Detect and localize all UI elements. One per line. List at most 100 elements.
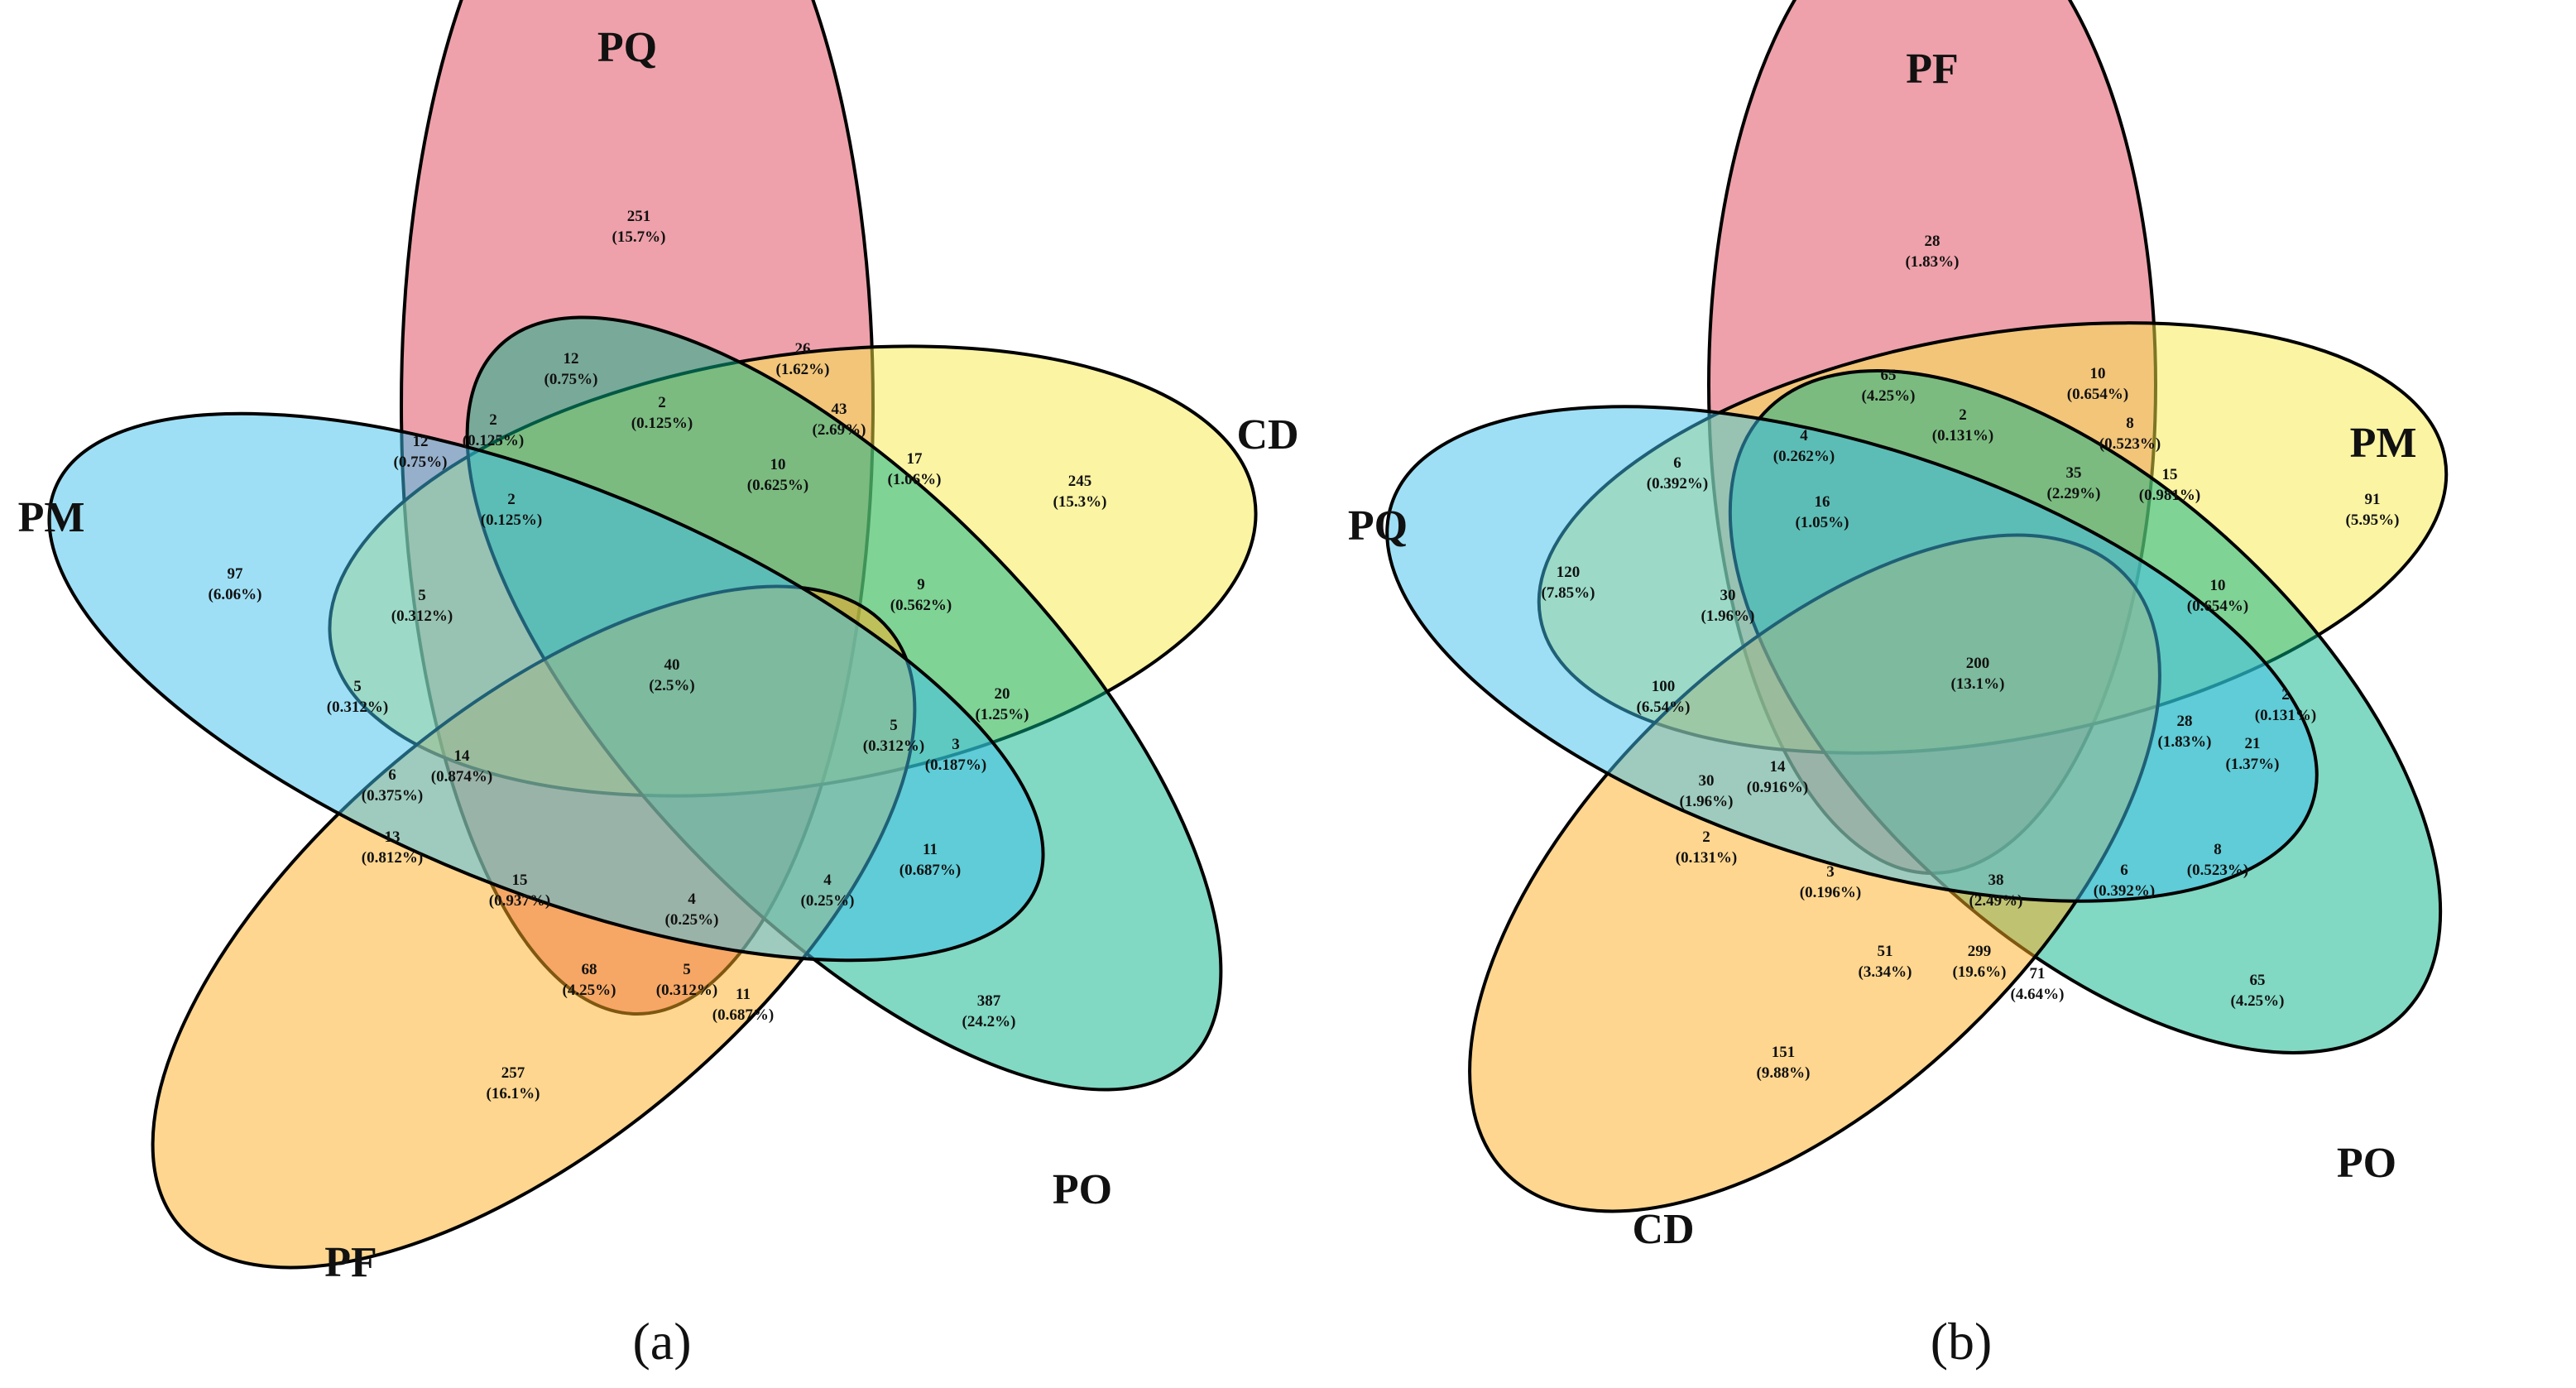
region-count: 257 (501, 1064, 525, 1082)
region-percent: (0.654%) (2187, 598, 2248, 615)
region-label: 26(1.62%) (776, 340, 830, 378)
region-percent: (0.25%) (801, 892, 855, 910)
region-percent: (0.937%) (489, 892, 550, 910)
region-percent: (0.196%) (1800, 884, 1861, 901)
region-count: 35 (2066, 464, 2082, 482)
region-count: 5 (418, 587, 426, 604)
region-percent: (0.625%) (747, 477, 808, 494)
region-count: 26 (795, 340, 811, 358)
region-count: 100 (1652, 678, 1676, 695)
region-label: 6 (0.392%) (2094, 862, 2155, 900)
region-label: 251(15.7%) (612, 208, 666, 246)
region-percent: (13.1%) (1951, 675, 2005, 693)
region-count: 16 (1815, 493, 1830, 511)
region-label: 100 (6.54%) (1637, 678, 1691, 716)
region-label: 28(1.83%) (1906, 233, 1960, 271)
region-label: 16 (1.05%) (1796, 493, 1849, 531)
region-count: 12 (413, 433, 429, 450)
region-label: 257(16.1%) (487, 1064, 540, 1102)
region-count: 2 (1702, 828, 1710, 846)
region-label: 28(1.83%) (2158, 713, 2212, 751)
region-count: 251 (627, 208, 651, 225)
region-percent: (0.687%) (899, 862, 961, 879)
region-label: 11 (0.687%) (899, 841, 961, 879)
region-percent: (1.96%) (1701, 608, 1755, 625)
region-percent: (2.29%) (2047, 485, 2101, 502)
region-label: 4(0.262%) (1773, 427, 1835, 465)
region-label: 71(4.64%) (2011, 965, 2065, 1003)
region-percent: (1.83%) (1906, 253, 1960, 271)
region-percent: (0.392%) (2094, 882, 2155, 900)
region-percent: (0.75%) (394, 454, 448, 471)
region-label: 4 (0.25%) (801, 872, 855, 910)
region-count: 3 (1826, 863, 1835, 881)
region-label: 200 (13.1%) (1951, 655, 2005, 693)
region-label: 2 (0.131%) (1676, 828, 1737, 867)
region-percent: (0.523%) (2187, 862, 2248, 879)
region-percent: (0.312%) (327, 699, 388, 716)
region-count: 21 (2245, 735, 2261, 752)
region-percent: (6.54%) (1637, 699, 1691, 716)
region-percent: (0.131%) (2255, 707, 2316, 724)
region-percent: (0.187%) (925, 756, 986, 774)
region-label: 2(0.125%) (463, 411, 524, 449)
region-count: 38 (1988, 872, 2004, 889)
region-label: 6(0.375%) (362, 766, 423, 804)
region-percent: (1.06%) (888, 471, 942, 488)
region-percent: (6.06%) (209, 586, 262, 603)
region-percent: (2.5%) (649, 677, 694, 694)
region-count: 9 (917, 576, 925, 593)
region-label: 2(0.125%) (631, 394, 693, 432)
region-label: 97(6.06%) (209, 565, 262, 603)
region-percent: (0.131%) (1676, 849, 1737, 867)
region-count: 91 (2365, 491, 2381, 508)
region-label: 10(0.625%) (747, 456, 808, 494)
region-percent: (4.25%) (1862, 387, 1916, 405)
region-percent: (0.375%) (362, 787, 423, 804)
region-count: 10 (2090, 365, 2106, 382)
region-label: 38(2.49%) (1969, 872, 2023, 910)
region-count: 28 (2177, 713, 2193, 730)
region-label: 299(19.6%) (1953, 943, 2007, 981)
region-label: 15(0.937%) (489, 872, 550, 910)
region-count: 6 (1673, 454, 1681, 472)
region-label: 151(9.88%) (1757, 1044, 1811, 1082)
region-count: 120 (1557, 564, 1581, 581)
region-label: 2(0.125%) (481, 491, 542, 529)
region-count: 4 (823, 872, 832, 889)
region-percent: (3.34%) (1859, 963, 1912, 981)
region-label: 43(2.69%) (813, 401, 866, 439)
region-count: 4 (688, 891, 696, 908)
region-label: 14(0.916%) (1747, 758, 1808, 796)
region-count: 4 (1800, 427, 1808, 444)
region-label: 5 (0.312%) (327, 678, 388, 716)
region-percent: (0.523%) (2099, 435, 2161, 453)
region-label: 14(0.874%) (431, 747, 492, 785)
region-percent: (0.981%) (2139, 487, 2200, 504)
region-percent: (1.05%) (1796, 514, 1849, 531)
panel-caption: (b) (1931, 1312, 1993, 1371)
set-label-pm: PM (2350, 420, 2417, 467)
region-count: 11 (923, 841, 938, 858)
region-count: 13 (385, 828, 401, 846)
region-percent: (4.64%) (2011, 986, 2065, 1003)
region-count: 43 (832, 401, 847, 418)
region-count: 17 (907, 450, 923, 468)
region-label: 20(1.25%) (976, 685, 1029, 723)
panel-caption: (a) (632, 1312, 691, 1371)
region-label: 120(7.85%) (1542, 564, 1595, 602)
region-count: 5 (353, 678, 362, 695)
region-count: 14 (454, 747, 471, 765)
region-count: 6 (2120, 862, 2128, 879)
region-label: 2(0.131%) (2255, 686, 2316, 724)
region-count: 8 (2214, 841, 2222, 858)
region-count: 68 (582, 961, 597, 978)
region-count: 30 (1720, 587, 1736, 604)
region-count: 151 (1772, 1044, 1796, 1061)
region-label: 12(0.75%) (544, 350, 598, 388)
region-label: 245(15.3%) (1053, 473, 1107, 511)
region-percent: (15.3%) (1053, 493, 1107, 511)
region-label: 5(0.312%) (863, 717, 924, 755)
region-count: 200 (1966, 655, 1990, 672)
set-label-pm: PM (18, 494, 85, 541)
